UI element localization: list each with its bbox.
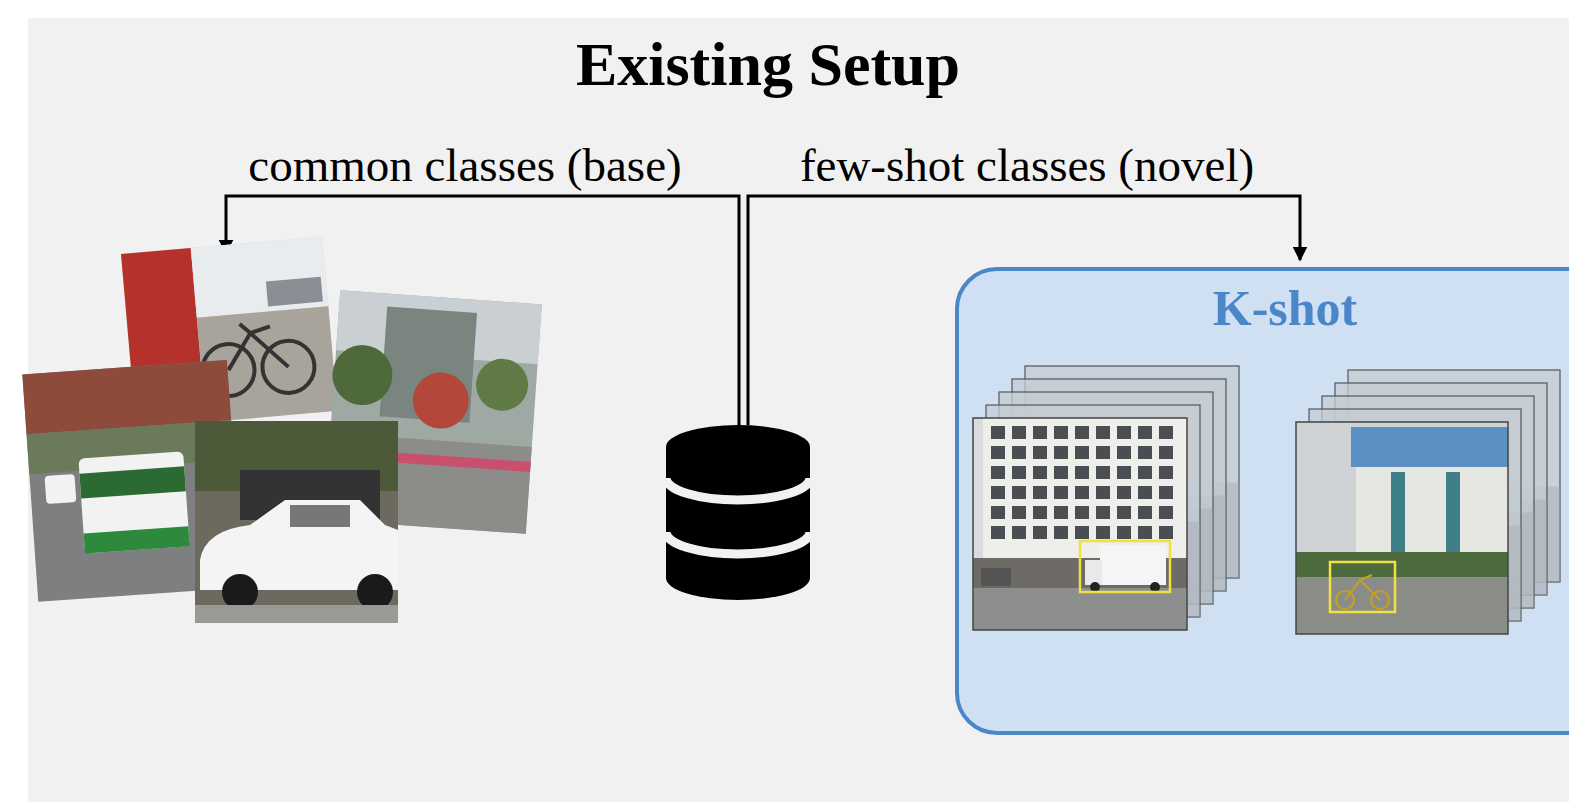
photo-collage [22, 236, 541, 623]
database-icon [666, 425, 810, 600]
panel-heading: K-shot [959, 281, 1569, 336]
branch-label: common classes (base) [248, 140, 681, 192]
diagram-title: Existing Setup [576, 30, 960, 98]
k-shot-panel: K-shot [955, 267, 1569, 735]
branch-label: few-shot classes (novel) [800, 140, 1254, 192]
sample-image-stacks [955, 267, 1569, 735]
